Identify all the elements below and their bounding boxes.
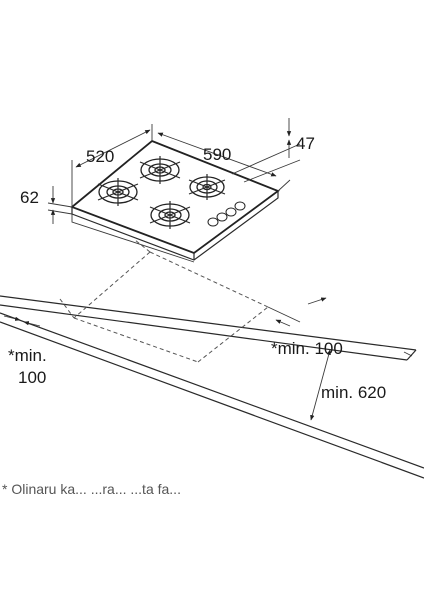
burner-right bbox=[188, 174, 226, 200]
burner-front bbox=[149, 201, 191, 229]
min-left-label-top: *min. bbox=[8, 346, 47, 365]
depth-label: 520 bbox=[86, 147, 114, 166]
burner-back bbox=[139, 156, 181, 184]
worktop bbox=[0, 295, 424, 479]
width-label: 590 bbox=[203, 145, 231, 164]
min-front-label: min. 620 bbox=[321, 383, 386, 402]
cutout-outline bbox=[59, 239, 269, 363]
burner-left bbox=[97, 178, 139, 206]
height-label: 62 bbox=[20, 188, 39, 207]
control-knobs bbox=[207, 201, 246, 227]
dimension-lines bbox=[3, 118, 413, 421]
cutout-depth-label: 47 bbox=[296, 134, 315, 153]
min-right-label: *min. 100 bbox=[271, 339, 343, 358]
footnote: * Olinaru ka... ...ra... ...ta fa... bbox=[2, 481, 181, 497]
min-left-label-bottom: 100 bbox=[18, 368, 46, 387]
